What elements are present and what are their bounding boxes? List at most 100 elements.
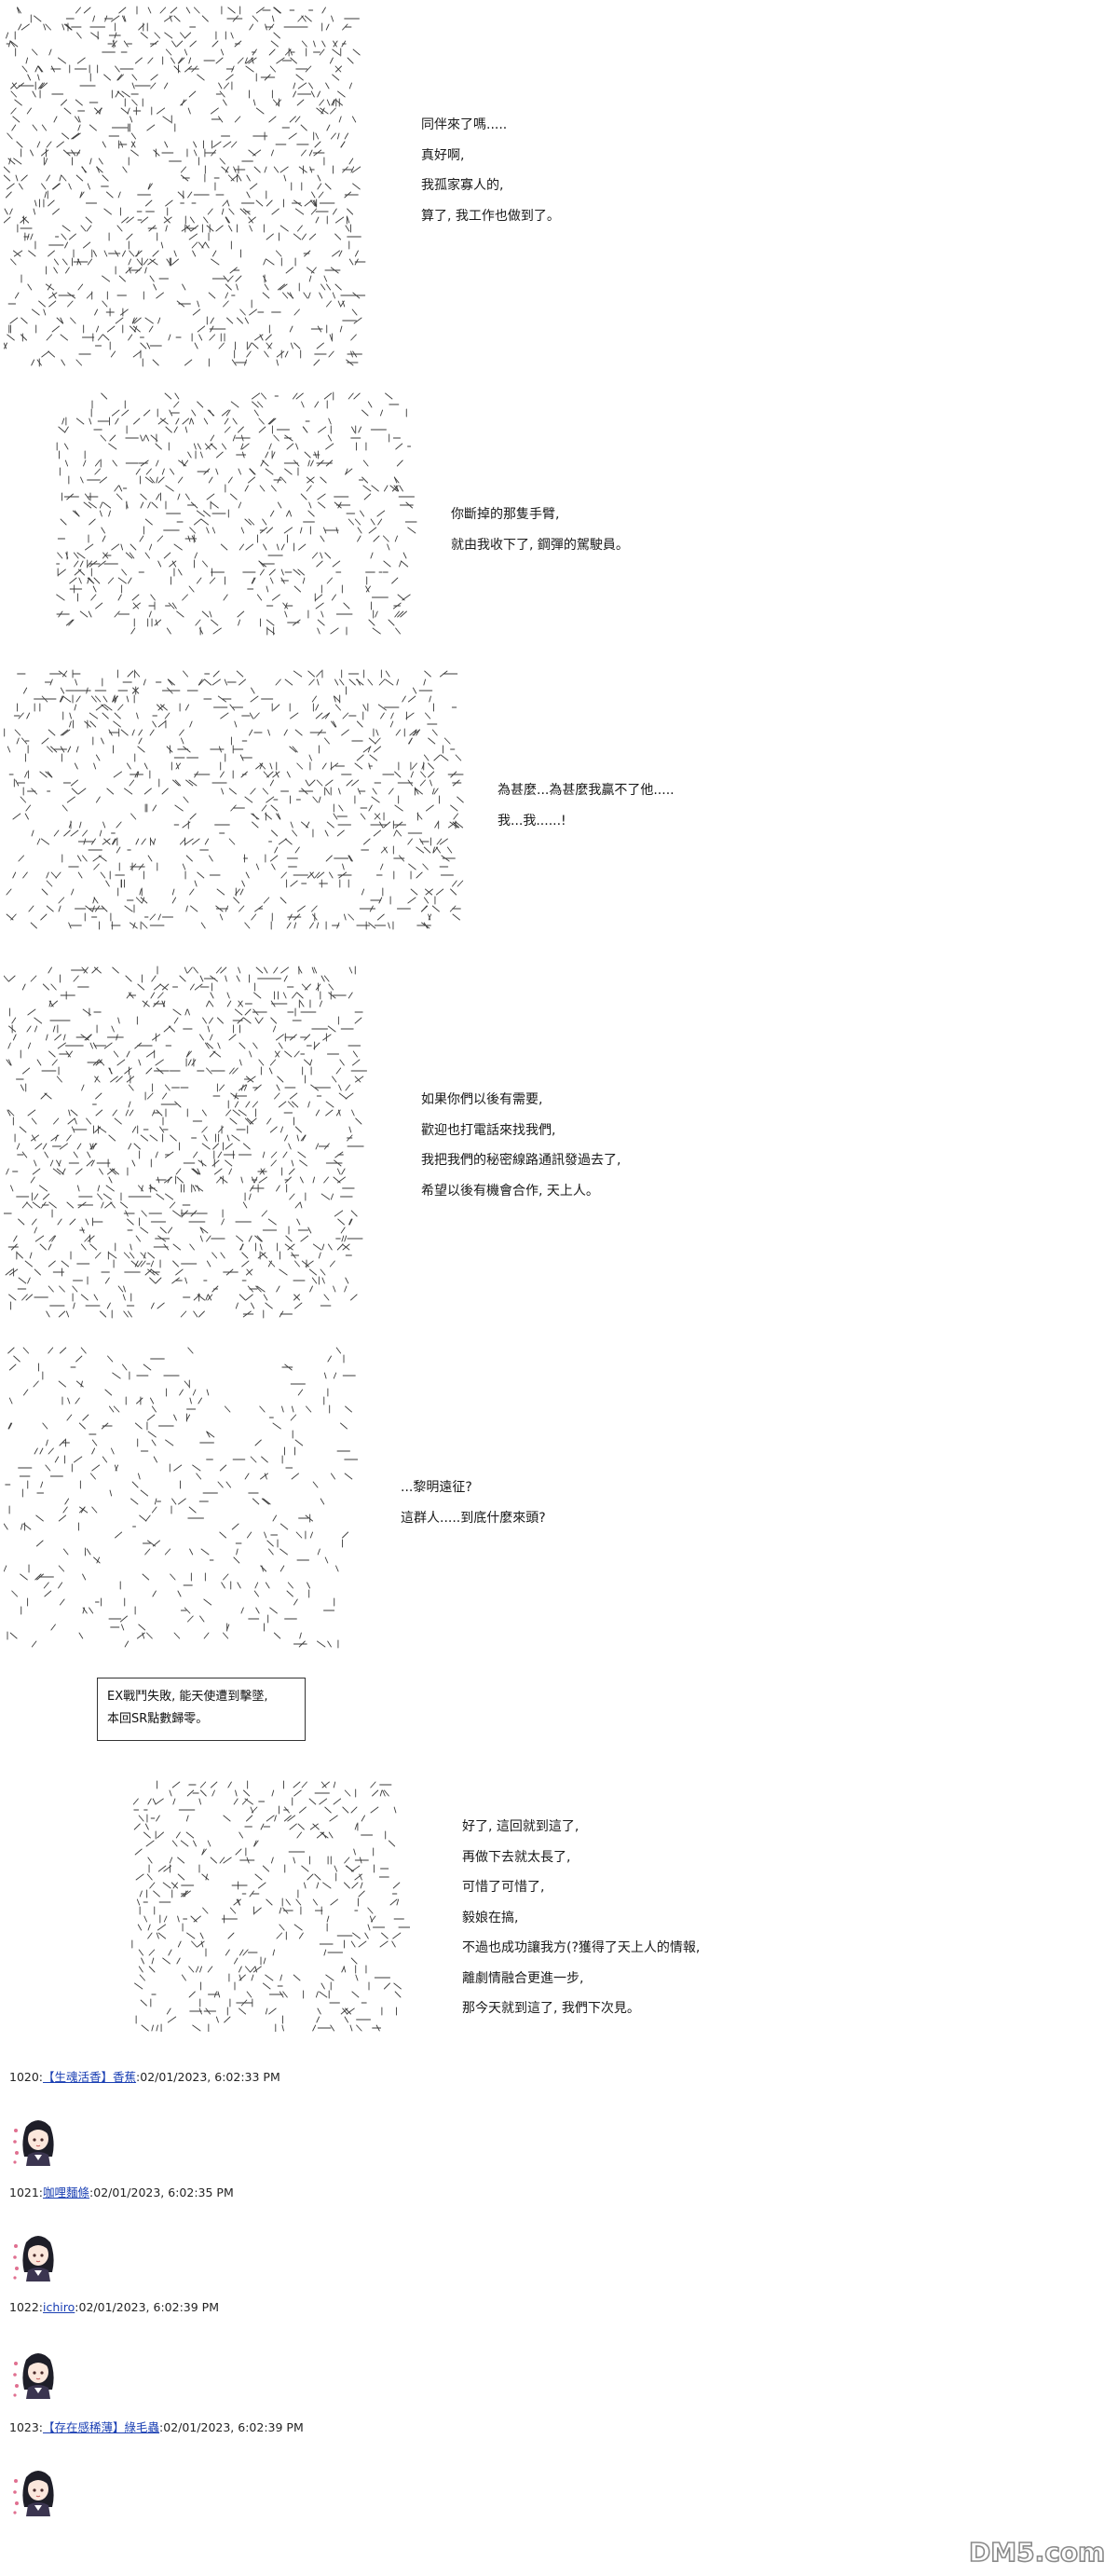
art-stroke — [266, 1117, 272, 1125]
art-stroke — [252, 99, 256, 106]
art-stroke — [244, 317, 249, 324]
art-stroke — [147, 1932, 153, 1939]
art-stroke — [173, 250, 177, 257]
art-stroke — [271, 863, 276, 870]
art-stroke — [157, 1932, 167, 1939]
art-stroke — [226, 199, 230, 207]
art-stroke — [231, 65, 235, 73]
art-stroke — [272, 99, 280, 106]
art-stroke — [439, 838, 448, 845]
art-stroke — [135, 468, 141, 475]
art-stroke — [176, 1176, 184, 1184]
art-stroke — [333, 40, 338, 48]
art-stroke — [320, 975, 325, 982]
art-stroke — [320, 1268, 326, 1276]
art-stroke — [252, 1498, 260, 1505]
art-stroke — [353, 317, 362, 324]
art-stroke — [316, 342, 324, 349]
art-stroke — [199, 1235, 203, 1242]
art-stroke — [164, 216, 170, 224]
art-stroke — [136, 1397, 143, 1404]
art-stroke — [284, 468, 293, 475]
art-stroke — [211, 258, 220, 266]
art-stroke — [224, 1405, 231, 1413]
art-stroke — [327, 1640, 332, 1648]
art-stroke — [164, 712, 170, 719]
art-stroke — [453, 813, 458, 820]
art-stroke — [30, 233, 34, 240]
poster-name-link[interactable]: 【生魂活香】香蕉 — [43, 2070, 137, 2084]
art-stroke — [47, 283, 52, 291]
art-stroke — [67, 292, 76, 299]
art-stroke — [119, 1615, 128, 1623]
art-stroke — [279, 1924, 285, 1931]
art-stroke — [221, 1582, 225, 1589]
art-stroke — [39, 771, 48, 778]
art-stroke — [274, 846, 279, 854]
art-stroke — [108, 1252, 117, 1259]
art-stroke — [99, 510, 102, 517]
art-stroke — [239, 1966, 242, 1973]
art-stroke — [72, 1285, 78, 1293]
art-stroke — [8, 158, 11, 165]
art-stroke — [244, 1798, 253, 1805]
art-stroke — [319, 1991, 328, 1998]
art-stroke — [157, 1924, 167, 1931]
poster-name-link[interactable]: 【存在感稀薄】綠毛蟲 — [43, 2420, 160, 2434]
art-stroke — [143, 1363, 152, 1371]
art-stroke — [385, 392, 393, 400]
art-stroke — [334, 233, 342, 240]
art-stroke — [57, 552, 63, 559]
art-stroke — [163, 1915, 168, 1923]
art-stroke — [344, 132, 349, 140]
art-stroke — [267, 418, 275, 425]
art-stroke — [332, 48, 341, 56]
art-stroke — [296, 905, 306, 912]
art-stroke — [230, 174, 239, 182]
art-stroke — [20, 1523, 23, 1530]
art-stroke — [28, 905, 34, 912]
art-stroke — [150, 74, 158, 81]
art-stroke — [90, 1159, 95, 1167]
art-stroke — [82, 1607, 86, 1614]
art-stroke — [263, 275, 267, 282]
art-stroke — [216, 888, 225, 896]
art-stroke — [320, 610, 324, 618]
art-stroke — [210, 443, 217, 450]
art-stroke — [355, 1076, 364, 1083]
art-stroke — [311, 695, 317, 703]
art-stroke — [67, 746, 72, 753]
art-stroke — [291, 1473, 299, 1480]
art-stroke — [41, 124, 48, 131]
art-stroke — [297, 1151, 307, 1158]
art-stroke — [194, 7, 200, 14]
art-stroke — [369, 754, 378, 761]
art-stroke — [36, 359, 42, 366]
art-stroke — [383, 846, 389, 854]
art-stroke — [394, 804, 403, 812]
art-stroke — [223, 141, 232, 148]
art-stroke — [266, 233, 274, 240]
art-stroke — [131, 1481, 139, 1488]
art-stroke — [17, 7, 21, 14]
art-stroke — [209, 334, 216, 341]
art-stroke — [164, 32, 173, 39]
art-stroke — [320, 283, 326, 291]
art-stroke — [142, 897, 145, 904]
art-stroke — [46, 905, 54, 912]
art-stroke — [359, 1873, 362, 1881]
poster-name-link[interactable]: ichiro — [43, 2300, 75, 2314]
art-stroke — [188, 1506, 197, 1514]
art-stroke — [176, 610, 184, 618]
art-stroke — [157, 418, 167, 425]
art-stroke — [452, 913, 460, 921]
art-stroke — [72, 132, 81, 140]
poster-name-link[interactable]: 咖哩麵條 — [43, 2185, 90, 2199]
art-stroke — [251, 1974, 254, 1981]
art-stroke — [211, 1159, 220, 1167]
art-stroke — [273, 7, 281, 14]
art-stroke — [253, 1840, 259, 1847]
art-stroke — [161, 983, 170, 991]
art-stroke — [246, 1815, 253, 1822]
art-stroke — [59, 174, 62, 182]
